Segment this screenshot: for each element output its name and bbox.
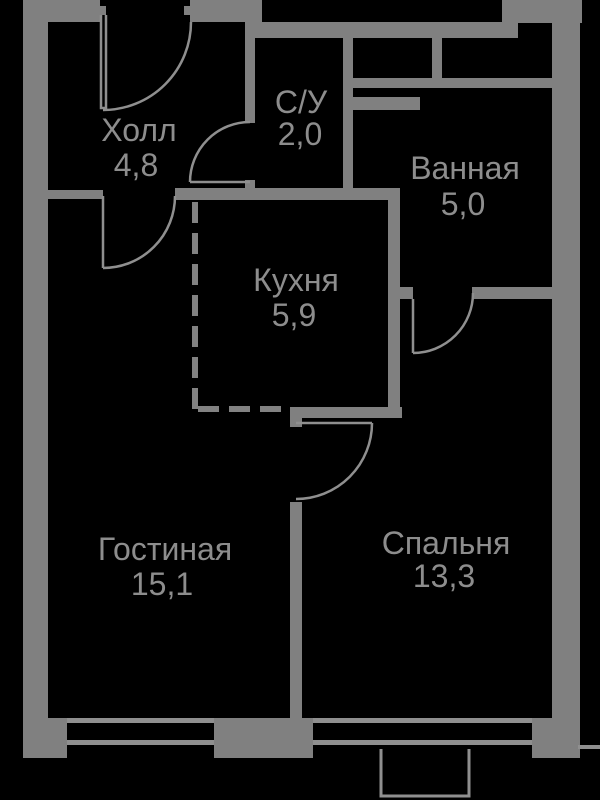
wall-outer-top-band	[245, 22, 518, 38]
wall-toilet-left-stub	[245, 180, 255, 190]
wall-outer-left	[23, 0, 48, 758]
wall-divider	[290, 502, 302, 718]
room-bathroom: Ванная 5,0	[410, 150, 520, 222]
bathroom-door-arc	[412, 292, 475, 355]
wall-bathroom-top	[352, 78, 552, 88]
room-kitchen-area: 5,9	[272, 297, 316, 333]
room-hall-label: Холл	[101, 112, 176, 148]
room-hall-area: 4,8	[114, 147, 158, 183]
bedroom-door-arc	[295, 422, 374, 501]
room-toilet-label: С/У	[275, 84, 328, 120]
window-living-mid-line	[67, 740, 214, 745]
room-kitchen: Кухня 5,9	[253, 262, 339, 333]
wall-bottom-pier-right	[532, 718, 580, 758]
entrance-door-arc	[102, 21, 193, 112]
wall-kitchen-right	[388, 200, 400, 418]
entrance-door-frame-right	[184, 6, 193, 15]
room-hall: Холл 4,8	[101, 112, 176, 183]
wall-shaft-bar	[352, 97, 420, 110]
room-labels: Холл 4,8 С/У 2,0 Ванная 5,0 Кухня 5,9 Го…	[98, 84, 520, 602]
room-living-label: Гостиная	[98, 531, 232, 567]
wall-kitchen-top	[175, 188, 400, 200]
room-living-area: 15,1	[131, 566, 193, 602]
wall-toilet-left	[245, 22, 255, 123]
wall-kitchen-bottom	[290, 407, 402, 418]
room-bathroom-area: 5,0	[441, 186, 485, 222]
wall-bathroom-bottom-stub	[400, 287, 413, 299]
wall-bathroom-bottom	[472, 287, 552, 299]
kitchen-dashed-boundary	[192, 202, 290, 412]
room-kitchen-label: Кухня	[253, 262, 339, 298]
entrance-door-leaf	[99, 15, 108, 110]
wall-toilet-right	[343, 38, 353, 188]
wall-outer-top-mid	[190, 0, 262, 22]
toilet-door-arc	[188, 120, 251, 183]
room-bathroom-label: Ванная	[410, 150, 520, 186]
living-door	[101, 195, 177, 270]
room-bedroom: Спальня 13,3	[382, 525, 511, 594]
wall-outer-right	[552, 0, 580, 758]
bedroom-door	[295, 421, 374, 501]
room-toilet-area: 2,0	[278, 116, 322, 152]
walls	[23, 0, 582, 758]
window-bedroom-mid-line	[313, 740, 532, 745]
doors	[97, 6, 475, 501]
balcony-outline	[379, 749, 471, 798]
wall-bottom-pier-mid	[214, 718, 313, 758]
windows	[67, 718, 600, 749]
living-door-arc	[102, 195, 177, 270]
room-living: Гостиная 15,1	[98, 531, 232, 602]
room-bedroom-label: Спальня	[382, 525, 511, 561]
window-bedroom-inner-line	[313, 718, 532, 723]
wall-bottom-pier-left	[48, 718, 67, 758]
bathroom-door	[411, 292, 475, 355]
wall-outer-top-left	[23, 0, 100, 22]
wall-vent-stub	[432, 38, 442, 78]
window-right-edge-line	[578, 745, 600, 749]
room-bedroom-area: 13,3	[413, 558, 475, 594]
wall-hall-bottom	[48, 190, 103, 199]
entrance-door-frame-left	[97, 6, 106, 15]
toilet-door	[188, 120, 251, 184]
entrance-door	[97, 6, 193, 112]
window-living-inner-line	[67, 718, 214, 723]
room-toilet: С/У 2,0	[275, 84, 328, 152]
